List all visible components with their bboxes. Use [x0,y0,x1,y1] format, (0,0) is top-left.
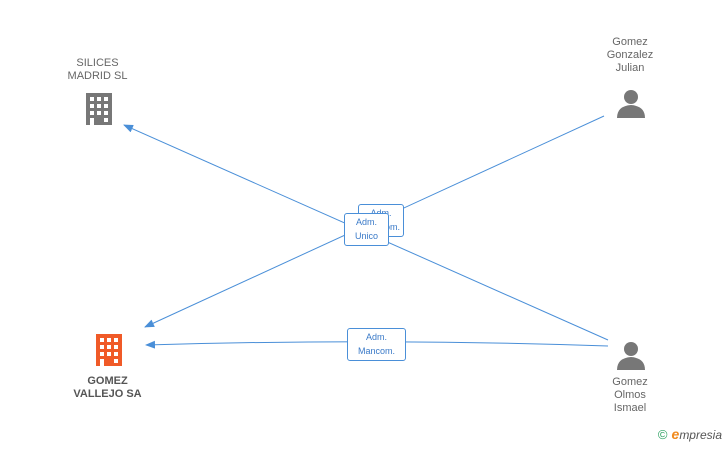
node-gomez-olmos-label: Gomez Olmos Ismael [612,376,648,414]
node-gomez-vallejo-label: GOMEZ VALLEJO SA [73,375,142,400]
edge-label-adm-unico[interactable]: Adm. Unico [344,213,389,246]
brand-logo-initial: e [671,426,680,442]
person-icon[interactable] [616,88,646,118]
node-silices-label: SILICES MADRID SL [67,57,128,82]
brand-footer: ©empresia [658,426,722,442]
building-icon-highlighted[interactable] [94,333,124,367]
node-gomez-gonzalez-label: Gomez Gonzalez Julian [606,36,654,74]
brand-name: mpresia [679,428,722,442]
copyright-symbol: © [657,427,668,442]
building-icon[interactable] [84,92,114,126]
edge-label-adm-mancom-bottom[interactable]: Adm. Mancom. [347,328,406,361]
person-icon[interactable] [616,340,646,370]
